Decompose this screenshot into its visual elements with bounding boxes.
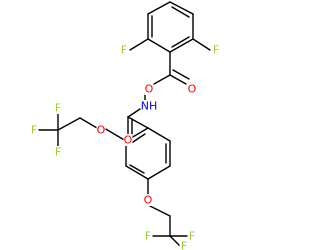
bond-line: [125, 165, 149, 180]
bond-line: [169, 1, 194, 15]
oxygen-atom-label: O: [145, 83, 154, 96]
bond-line: [169, 74, 187, 85]
bond-line: [147, 165, 171, 180]
fluorine-atom-label: F: [121, 44, 127, 57]
atom-label-background: [53, 146, 63, 158]
bond-line: [147, 127, 171, 142]
bond-line: [103, 127, 127, 142]
fluorine-atom-label: F: [145, 230, 151, 243]
bond-line: [147, 38, 171, 53]
nitrogen-atom-label: NH: [141, 100, 158, 113]
bond-line: [147, 204, 171, 217]
oxygen-atom-label: O: [188, 83, 197, 96]
bond-line: [79, 117, 98, 129]
bond-line: [171, 36, 190, 48]
atom-label-background: [211, 44, 221, 56]
bond-line: [172, 69, 190, 80]
bond-line: [147, 1, 171, 15]
atom-label-background: [141, 100, 157, 112]
bond-line: [171, 6, 190, 18]
atom-label-background: [53, 102, 63, 114]
atom-label-background: [143, 230, 153, 242]
bond-line: [153, 74, 171, 85]
atom-label-background: [143, 194, 153, 206]
atom-label-background: [187, 230, 197, 242]
fluorine-atom-label: F: [181, 240, 187, 250]
atom-label-background: [123, 134, 133, 146]
oxygen-atom-label: O: [97, 124, 106, 137]
bond-line: [127, 116, 149, 129]
atom-label-background: [187, 83, 197, 95]
oxygen-atom-label: O: [144, 194, 153, 207]
fluorine-atom-label: F: [213, 44, 219, 57]
fluorine-atom-label: F: [31, 124, 37, 137]
atom-label-background: [179, 240, 189, 250]
bond-line: [127, 108, 141, 118]
bond-line: [57, 117, 81, 131]
atom-label-background: [96, 124, 106, 136]
fluorine-atom-label: F: [189, 230, 195, 243]
atom-label-background: [119, 44, 129, 56]
bond-line: [169, 38, 194, 53]
oxygen-atom-label: O: [124, 134, 133, 147]
bond-line: [129, 164, 145, 174]
bond-lines: [37, 1, 211, 249]
atom-label-background: [144, 83, 154, 95]
bond-line: [129, 38, 149, 51]
fluorine-atom-label: F: [55, 102, 61, 115]
fluorine-atom-label: F: [55, 146, 61, 159]
bond-line: [192, 38, 211, 51]
atom-label-background: [29, 124, 39, 136]
